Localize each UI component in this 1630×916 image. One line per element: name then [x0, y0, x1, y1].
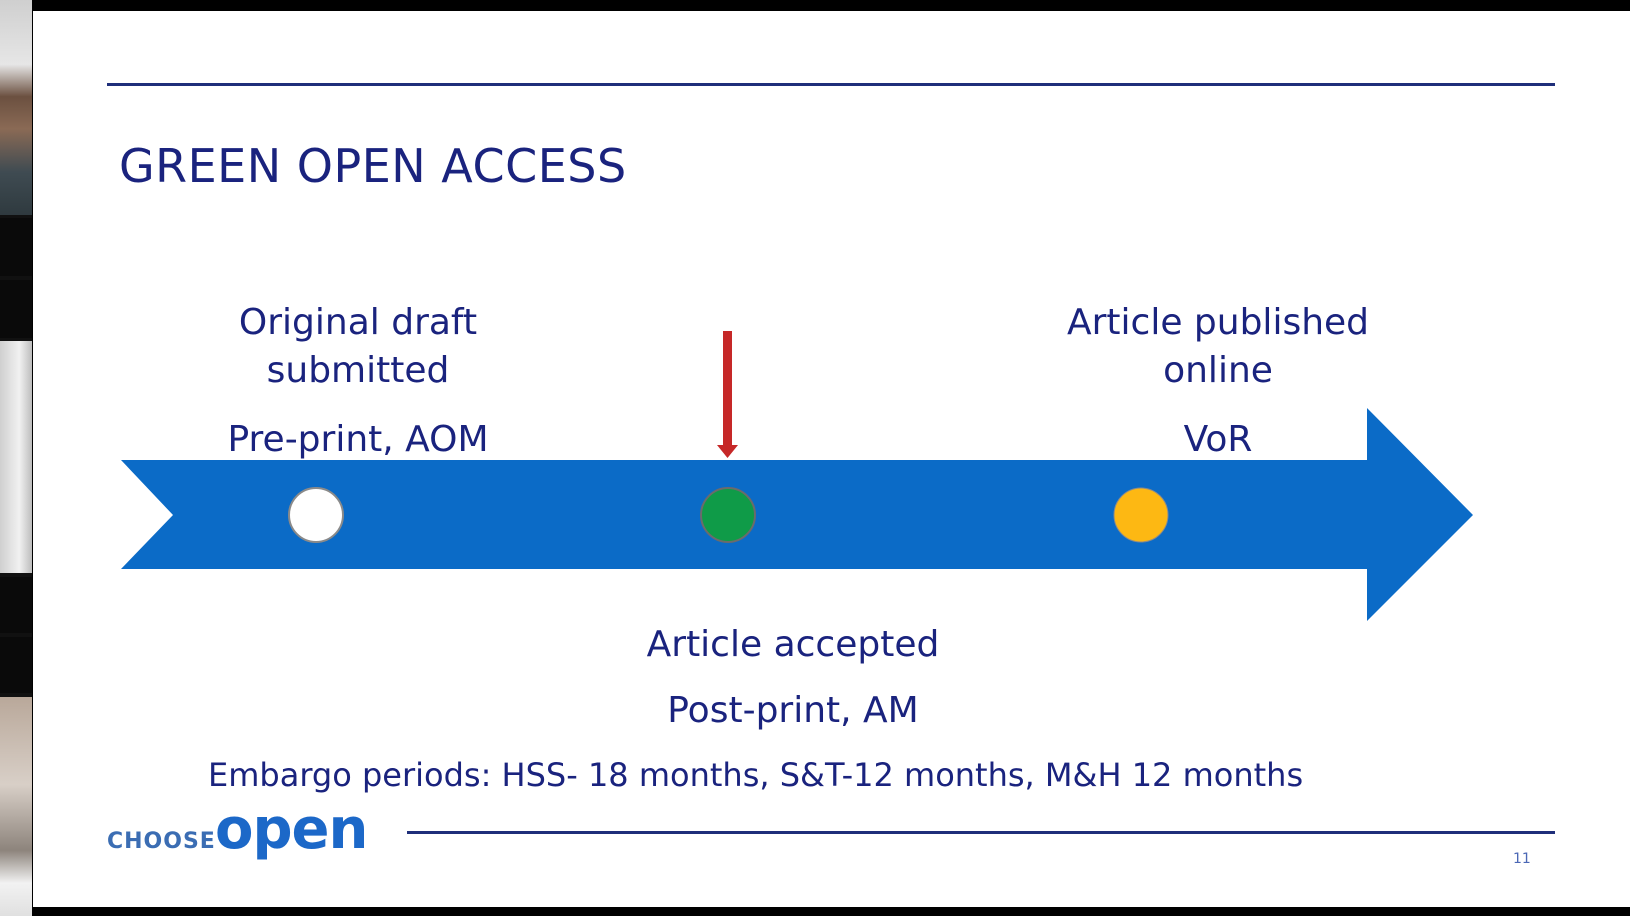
participant-video-tile[interactable]	[0, 218, 32, 276]
logo-choose-text: CHOOSE	[107, 829, 216, 854]
draft-label: Original draft submitted	[163, 299, 553, 395]
draft-label-line1: Original draft	[238, 302, 478, 343]
timeline-arrow	[121, 408, 1473, 621]
published-dot	[1113, 487, 1169, 543]
participant-video-tile[interactable]	[0, 697, 32, 916]
participant-video-tile[interactable]	[0, 577, 32, 633]
published-label-line1: Article published	[1066, 302, 1370, 343]
participant-video-tile[interactable]	[0, 280, 32, 338]
participant-video-tile[interactable]	[0, 637, 32, 693]
draft-label-line2: submitted	[266, 350, 450, 391]
accepted-version-label: Post-print, AM	[667, 690, 919, 731]
draft-dot	[288, 487, 344, 543]
draft-version-label: Pre-print, AOM	[227, 419, 489, 460]
timeline-diagram	[121, 331, 1473, 621]
acceptance-marker-arrowhead	[717, 445, 738, 458]
slide-title: GREEN OPEN ACCESS	[119, 139, 627, 193]
presentation-slide: GREEN OPEN ACCESS Original draft submitt…	[33, 11, 1630, 907]
participant-video-strip	[0, 0, 32, 916]
embargo-periods-text: Embargo periods: HSS- 18 months, S&T-12 …	[208, 756, 1304, 794]
bottom-divider	[407, 831, 1555, 834]
participant-video-tile[interactable]	[0, 341, 32, 573]
accepted-dot	[700, 487, 756, 543]
published-label-line2: online	[1163, 350, 1273, 391]
accepted-label: Article accepted	[646, 624, 940, 665]
slide-page-number: 11	[1513, 851, 1531, 867]
published-version-label: VoR	[1183, 419, 1253, 460]
published-label: Article published online	[1008, 299, 1428, 395]
top-divider	[107, 83, 1555, 86]
acceptance-marker-shaft	[723, 331, 732, 449]
logo-open-text: open	[215, 797, 368, 862]
participant-video-tile[interactable]	[0, 0, 32, 215]
